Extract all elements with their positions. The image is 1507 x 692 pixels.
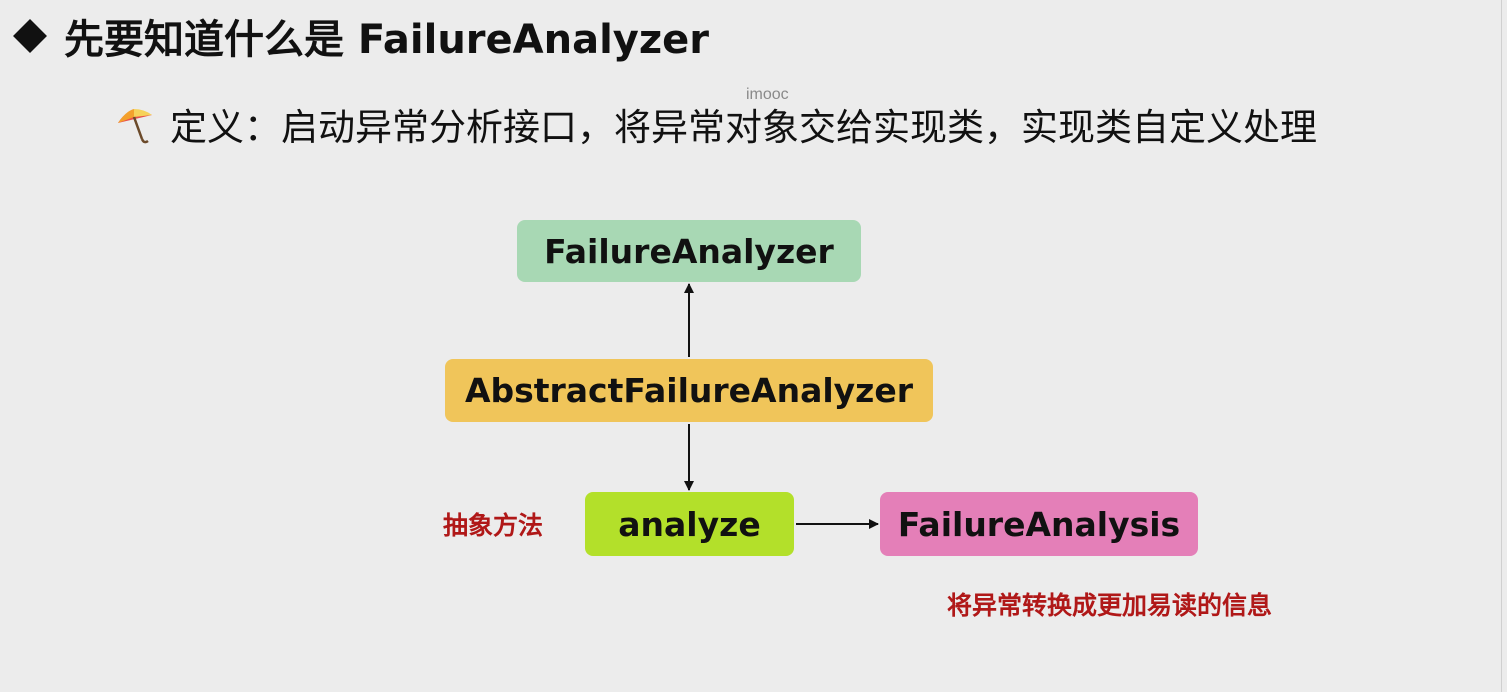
node-failure-analysis: FailureAnalysis [880, 492, 1198, 556]
label-abstract-method: 抽象方法 [443, 511, 544, 540]
node-failure-analyzer: FailureAnalyzer [517, 220, 861, 282]
slide-title-text: 先要知道什么是 FailureAnalyzer [64, 17, 709, 63]
node-abstract-failure-analyzer: AbstractFailureAnalyzer [445, 359, 933, 422]
definition-text: 定义：启动异常分析接口，将异常对象交给实现类，实现类自定义处理 [170, 106, 1317, 149]
definition-line: 定义：启动异常分析接口，将异常对象交给实现类，实现类自定义处理 [112, 96, 1317, 152]
umbrella-icon [118, 109, 152, 144]
slide-title: 先要知道什么是 FailureAnalyzer [8, 10, 709, 63]
label-readable-info: 将异常转换成更加易读的信息 [947, 591, 1273, 620]
diamond-bullet-icon [13, 19, 47, 53]
node-analyze: analyze [585, 492, 794, 556]
slide-edge-divider [1501, 0, 1502, 692]
watermark: imooc [746, 86, 789, 103]
